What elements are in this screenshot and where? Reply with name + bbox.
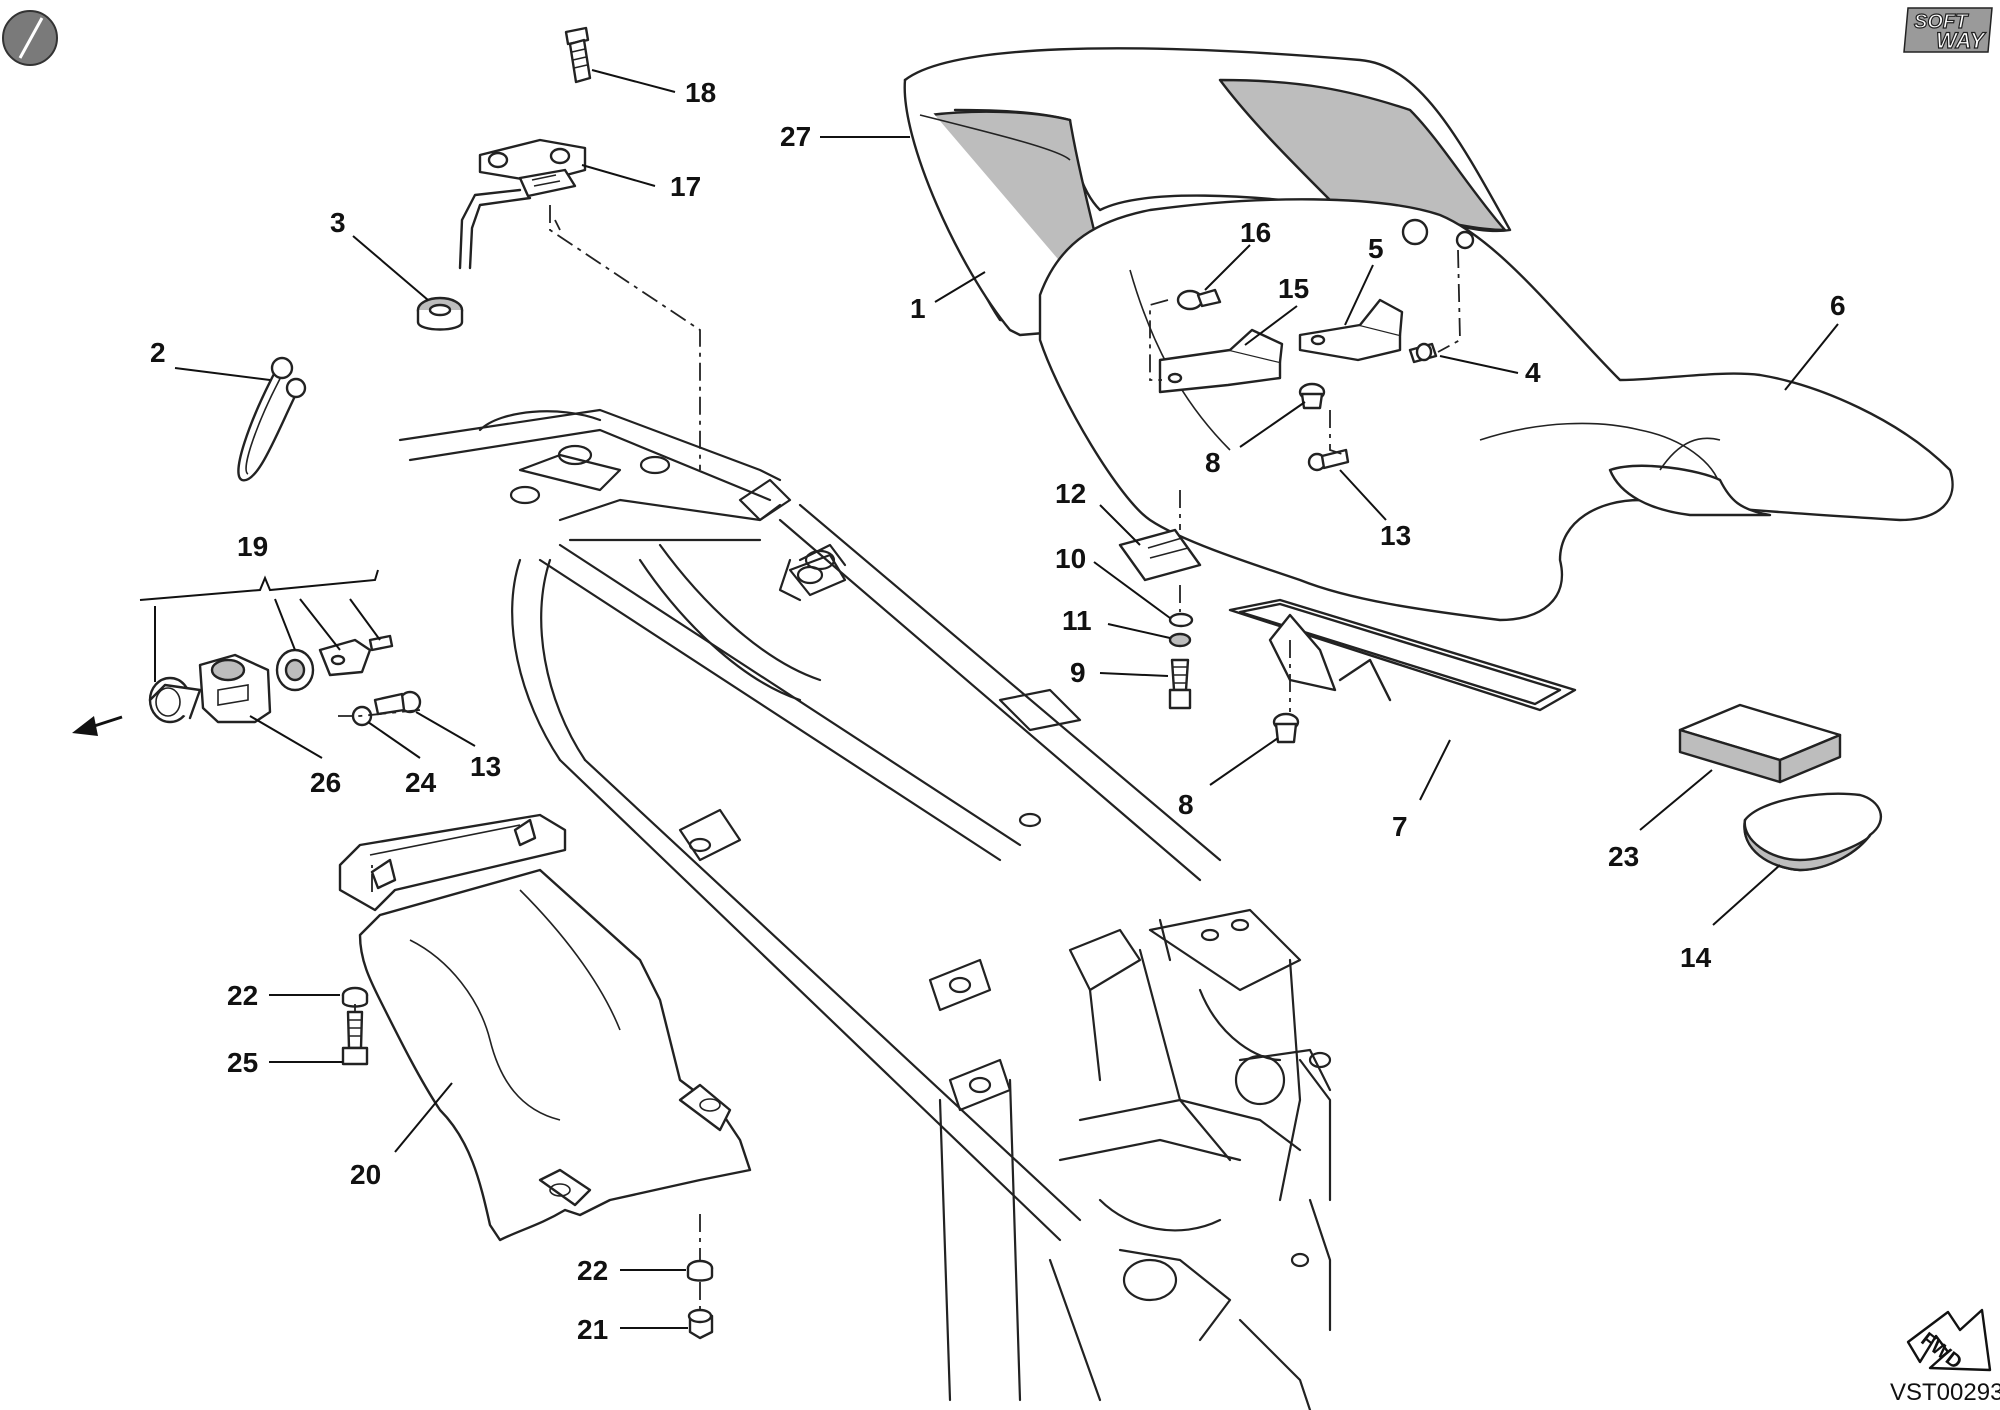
label-22b: 22: [577, 1255, 608, 1286]
part-8-screw-lower: [1272, 712, 1300, 744]
assembly-lines: [338, 205, 1461, 1310]
fwd-arrow-icon: FWD: [1906, 1308, 1992, 1374]
part-15-bracket: [1158, 328, 1284, 394]
label-20: 20: [350, 1159, 381, 1190]
part-12-plate: [1118, 528, 1202, 582]
drawing-code: VST00293: [1890, 1379, 2000, 1406]
label-19: 19: [237, 531, 268, 562]
label-27: 27: [780, 121, 811, 152]
part-22-washer-lower: [686, 1259, 714, 1282]
left-arrow-icon: [72, 715, 123, 736]
part-11-washer: [1168, 632, 1192, 648]
part-17-latch-bracket: [458, 138, 587, 270]
label-13b: 13: [470, 751, 501, 782]
label-13a: 13: [1380, 520, 1411, 551]
part-8-screw-upper: [1298, 382, 1326, 410]
part-7-tray: [1228, 598, 1577, 712]
circle-badge-icon: [2, 10, 58, 66]
label-22a: 22: [227, 980, 258, 1011]
label-8a: 8: [1205, 447, 1221, 478]
callout-numbers: 18 17 3 2 27 1 6 16 15 5 4 8 13 12 10 11…: [150, 77, 1846, 1345]
part-10-washer: [1168, 612, 1194, 628]
part-3-grommet: [416, 296, 464, 331]
label-15: 15: [1278, 273, 1309, 304]
part-4-spacer: [1408, 342, 1438, 364]
label-7: 7: [1392, 811, 1408, 842]
brand-line1: SOFT: [1914, 11, 1969, 33]
part-14-cushion: [1743, 792, 1882, 872]
frame-outline: [398, 408, 1332, 1410]
part-22-washer-upper: [341, 986, 369, 1008]
label-23: 23: [1608, 841, 1639, 872]
label-3: 3: [330, 207, 346, 238]
label-2: 2: [150, 337, 166, 368]
label-10: 10: [1055, 543, 1086, 574]
label-6: 6: [1830, 290, 1846, 321]
label-25: 25: [227, 1047, 258, 1078]
label-9: 9: [1070, 657, 1086, 688]
label-14: 14: [1680, 942, 1712, 973]
part-23-pad: [1678, 703, 1842, 784]
part-18-screw: [564, 26, 592, 84]
part-2-cable: [237, 356, 307, 482]
part-6-seat-base: [1038, 198, 1954, 622]
brand-line2: WAY: [1936, 28, 1987, 53]
label-18: 18: [685, 77, 716, 108]
part-19-brace: [139, 569, 379, 601]
part-9-screw: [1168, 658, 1192, 710]
label-12: 12: [1055, 478, 1086, 509]
part-5-bracket: [1298, 298, 1404, 362]
label-24: 24: [405, 767, 437, 798]
label-5: 5: [1368, 233, 1384, 264]
label-11: 11: [1062, 605, 1092, 636]
label-4: 4: [1525, 357, 1541, 388]
label-8b: 8: [1178, 789, 1194, 820]
leader-lines: [154, 69, 1839, 1329]
label-16: 16: [1240, 217, 1271, 248]
part-16-screw: [1176, 288, 1222, 311]
part-25-screw: [341, 1010, 369, 1066]
label-21: 21: [577, 1314, 608, 1345]
softway-logo: SOFT WAY: [1903, 7, 1993, 54]
part-21-nut: [687, 1308, 714, 1340]
part-20-undertray: [338, 813, 752, 1242]
label-26: 26: [310, 767, 341, 798]
part-19-lock-assembly: [148, 634, 422, 727]
label-1: 1: [910, 293, 926, 324]
label-17: 17: [670, 171, 701, 202]
